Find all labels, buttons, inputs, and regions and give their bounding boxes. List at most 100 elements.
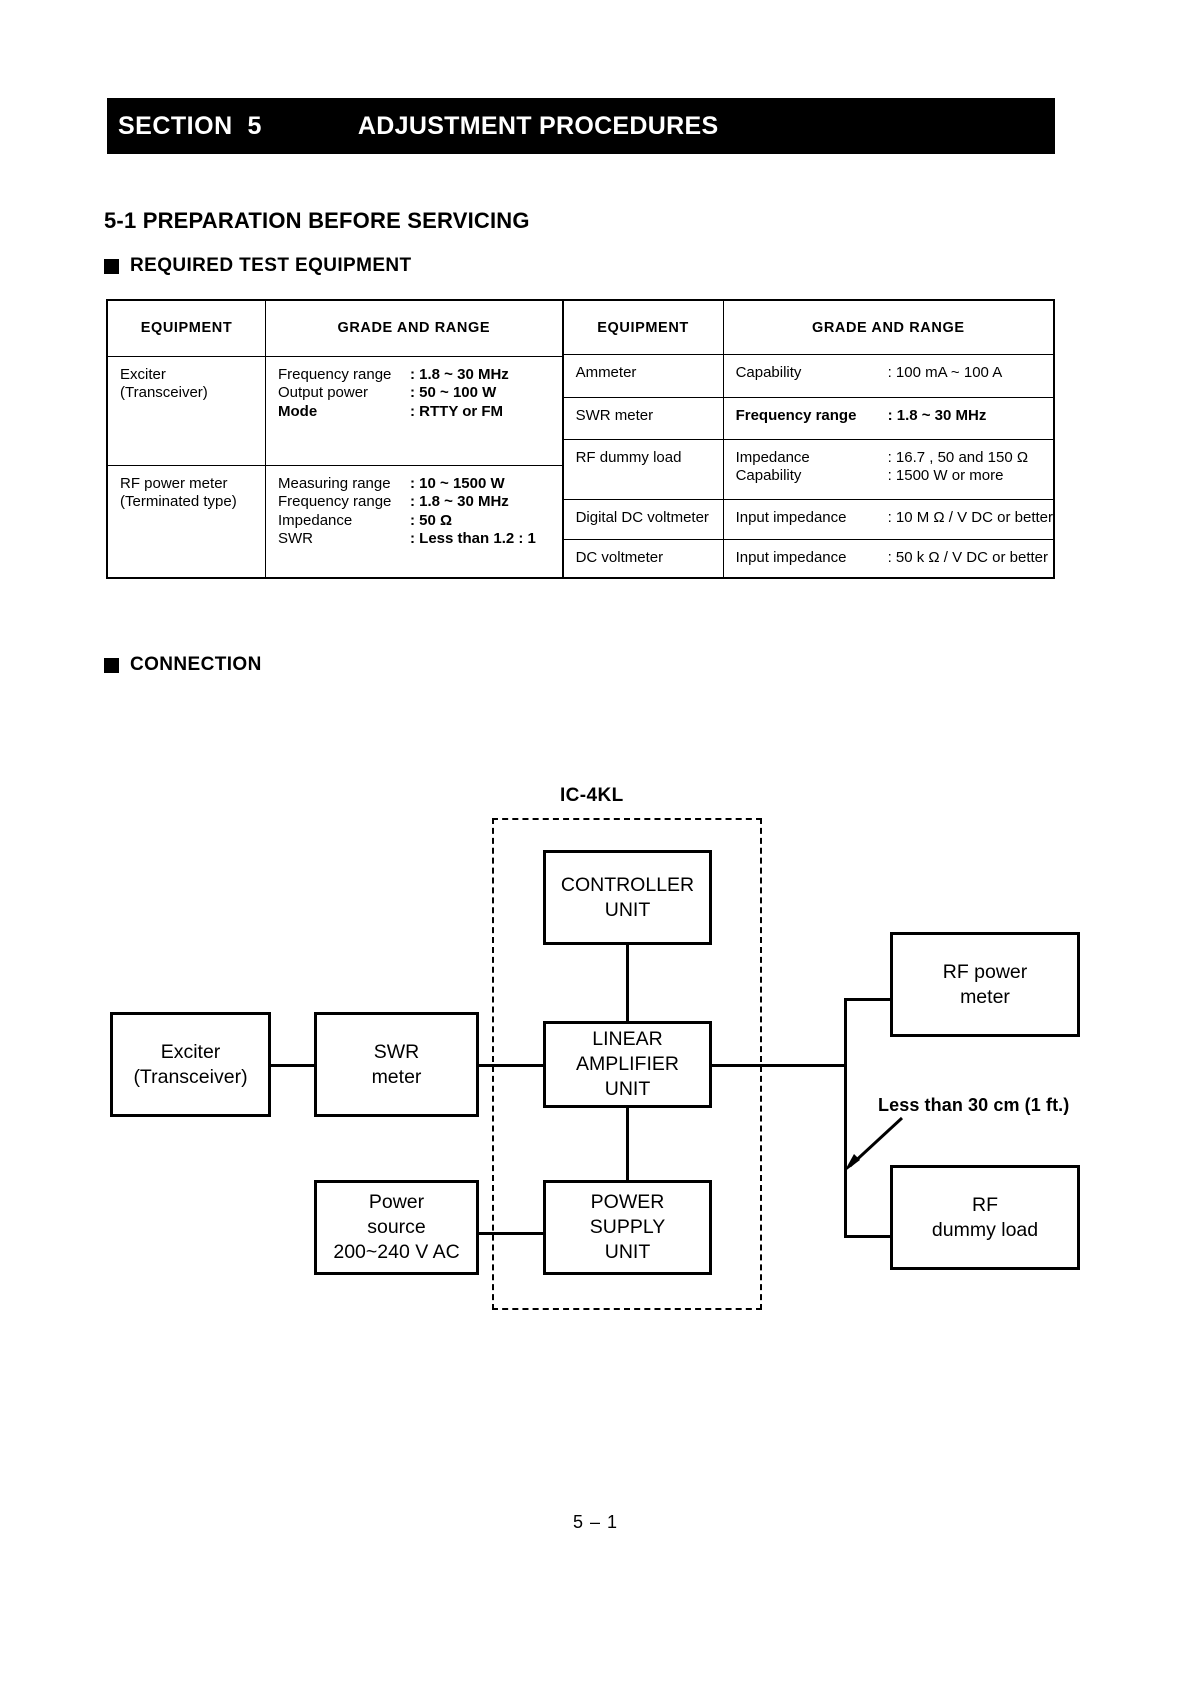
equipment-cell: SWR meter: [564, 397, 724, 439]
grade-range-cell: Input impedance : 50 k Ω / V DC or bette…: [724, 540, 1053, 577]
spec-line: Frequency range : 1.8 ~ 30 MHz: [278, 366, 562, 385]
block-controller-unit-label: CONTROLLER UNIT: [560, 873, 695, 921]
spec-value: : 50 ~ 100 W: [410, 384, 497, 402]
grade-range-cell: Impedance : 16.7 , 50 and 150 Ω Capabili…: [724, 440, 1053, 499]
equipment-name: Exciter: [120, 365, 166, 383]
block-power-supply-unit: POWER SUPPLY UNIT: [543, 1180, 712, 1275]
grade-range-cell: Measuring range : 10 ~ 1500 W Frequency …: [266, 466, 562, 577]
spec-key: Input impedance: [735, 508, 847, 526]
table-right-half: EQUIPMENT GRADE AND RANGE Ammeter Capabi…: [563, 301, 1053, 577]
table-row: Digital DC voltmeter Input impedance : 1…: [563, 499, 1053, 541]
grade-range-cell: Capability : 100 mA ~ 100 A: [724, 355, 1053, 396]
spec-line: Mode : RTTY or FM: [278, 403, 562, 422]
spec-key: Output power: [278, 384, 369, 402]
bullet-square-icon: [104, 657, 119, 673]
section-number: SECTION 5: [118, 111, 262, 140]
required-test-equipment-heading: REQUIRED TEST EQUIPMENT: [104, 255, 412, 277]
wire-output-trunk: [844, 998, 847, 1238]
spec-line: Capability : 100 mA ~ 100 A: [736, 364, 1053, 383]
block-linear-amplifier-unit: LINEAR AMPLIFIER UNIT: [543, 1021, 712, 1108]
spec-key: Capability: [735, 467, 802, 485]
column-header-equipment: EQUIPMENT: [108, 301, 266, 356]
grade-range-cell: Frequency range : 1.8 ~ 30 MHz Output po…: [266, 357, 562, 465]
spec-key: Capability: [735, 364, 802, 382]
block-linear-amplifier-unit-label: LINEAR AMPLIFIER UNIT: [576, 1028, 679, 1100]
spec-value: : 100 mA ~ 100 A: [887, 364, 1003, 382]
spec-line: Input impedance : 50 k Ω / V DC or bette…: [736, 549, 1053, 568]
block-exciter: Exciter (Transceiver): [110, 1012, 271, 1117]
table-row: RF dummy load Impedance : 16.7 , 50 and …: [563, 439, 1053, 500]
equipment-subtype: (Transceiver): [120, 384, 208, 402]
equipment-cell: Digital DC voltmeter: [564, 499, 724, 540]
grade-range-cell: Input impedance : 10 M Ω / V DC or bette…: [724, 500, 1053, 540]
spec-value: : 10 M Ω / V DC or better: [887, 508, 1053, 526]
column-header-equipment: EQUIPMENT: [564, 301, 724, 355]
block-exciter-label: Exciter (Transceiver): [133, 1040, 248, 1088]
spec-value: : RTTY or FM: [410, 402, 504, 420]
column-header-grade-range: GRADE AND RANGE: [811, 319, 965, 336]
section-banner: SECTION 5 ADJUSTMENT PROCEDURES: [107, 98, 1055, 154]
wire-trunk-to-rf-dummy-load: [844, 1235, 892, 1238]
equipment-cell: RF dummy load: [564, 439, 724, 499]
required-test-equipment-table: EQUIPMENT GRADE AND RANGE Exciter (Trans…: [106, 299, 1055, 579]
spec-value: : 16.7 , 50 and 150 Ω: [887, 448, 1029, 466]
spec-value: : 1500 W or more: [887, 467, 1004, 485]
spec-key: Measuring range: [278, 474, 391, 492]
bullet-square-icon: [104, 258, 119, 274]
equipment-name: SWR meter: [575, 406, 654, 424]
table-header-row: EQUIPMENT GRADE AND RANGE: [563, 301, 1053, 356]
spec-key: Mode: [278, 402, 318, 420]
block-rf-dummy-load-label: RF dummy load: [931, 1193, 1039, 1241]
required-test-equipment-label: REQUIRED TEST EQUIPMENT: [130, 255, 412, 276]
spec-key: SWR: [278, 530, 313, 548]
table-row: Ammeter Capability : 100 mA ~ 100 A: [563, 355, 1053, 398]
wire-linear-to-output-trunk: [711, 1064, 847, 1067]
spec-value: : 50 Ω: [410, 511, 453, 529]
connection-heading: CONNECTION: [104, 654, 262, 676]
table-row: SWR meter Frequency range : 1.8 ~ 30 MHz: [563, 397, 1053, 440]
spec-line: Frequency range : 1.8 ~ 30 MHz: [736, 407, 1053, 426]
spec-line: Impedance : 16.7 , 50 and 150 Ω: [736, 449, 1053, 468]
spec-value: : 1.8 ~ 30 MHz: [410, 493, 509, 511]
wire-exciter-to-swr: [270, 1064, 315, 1067]
spec-key: Frequency range: [278, 365, 392, 383]
subsection-heading: 5-1 PREPARATION BEFORE SERVICING: [104, 208, 530, 233]
spec-line: Frequency range : 1.8 ~ 30 MHz: [278, 493, 562, 512]
table-row: RF power meter (Terminated type) Measuri…: [108, 465, 562, 577]
table-row: DC voltmeter Input impedance : 50 k Ω / …: [564, 540, 1053, 577]
spec-key: Input impedance: [735, 549, 847, 567]
grade-range-cell: Frequency range : 1.8 ~ 30 MHz: [724, 398, 1053, 439]
spec-line: SWR : Less than 1.2 : 1: [278, 530, 562, 549]
spec-value: : Less than 1.2 : 1: [410, 530, 536, 548]
table-left-half: EQUIPMENT GRADE AND RANGE Exciter (Trans…: [108, 301, 564, 577]
block-controller-unit: CONTROLLER UNIT: [543, 850, 712, 945]
spec-line: Input impedance : 10 M Ω / V DC or bette…: [736, 509, 1053, 528]
block-swr-meter: SWR meter: [314, 1012, 479, 1117]
equipment-subtype: (Terminated type): [120, 493, 237, 511]
spec-line: Output power : 50 ~ 100 W: [278, 384, 562, 403]
connection-block-diagram: IC-4KL Exciter (Transceiver) SWR meter C…: [0, 760, 1191, 1380]
equipment-cell: Exciter (Transceiver): [108, 356, 266, 465]
wire-swr-to-linear: [478, 1064, 544, 1067]
wire-linear-to-power-supply: [626, 1105, 629, 1182]
equipment-name: RF dummy load: [575, 448, 682, 466]
page-number: 5 – 1: [572, 1512, 619, 1532]
wire-trunk-to-rf-power-meter: [844, 998, 892, 1001]
equipment-cell: RF power meter (Terminated type): [108, 465, 266, 577]
equipment-cell: Ammeter: [564, 355, 724, 397]
block-rf-dummy-load: RF dummy load: [890, 1165, 1080, 1270]
equipment-name: RF power meter: [120, 474, 228, 492]
equipment-name: DC voltmeter: [575, 549, 664, 567]
block-rf-power-meter-label: RF power meter: [942, 960, 1028, 1008]
spec-value: : 1.8 ~ 30 MHz: [887, 406, 987, 424]
table-row: Exciter (Transceiver) Frequency range : …: [108, 356, 562, 466]
block-power-supply-unit-label: POWER SUPPLY UNIT: [589, 1191, 666, 1263]
table-header-row: EQUIPMENT GRADE AND RANGE: [108, 301, 562, 357]
note-arrow-icon: [844, 1116, 904, 1172]
block-power-source: Power source 200~240 V AC: [314, 1180, 479, 1275]
spec-value: : 1.8 ~ 30 MHz: [410, 365, 509, 383]
spec-key: Frequency range: [278, 493, 392, 511]
column-header-grade-range: GRADE AND RANGE: [337, 320, 491, 337]
connection-label: CONNECTION: [130, 654, 262, 675]
spec-line: Capability : 1500 W or more: [736, 467, 1053, 486]
